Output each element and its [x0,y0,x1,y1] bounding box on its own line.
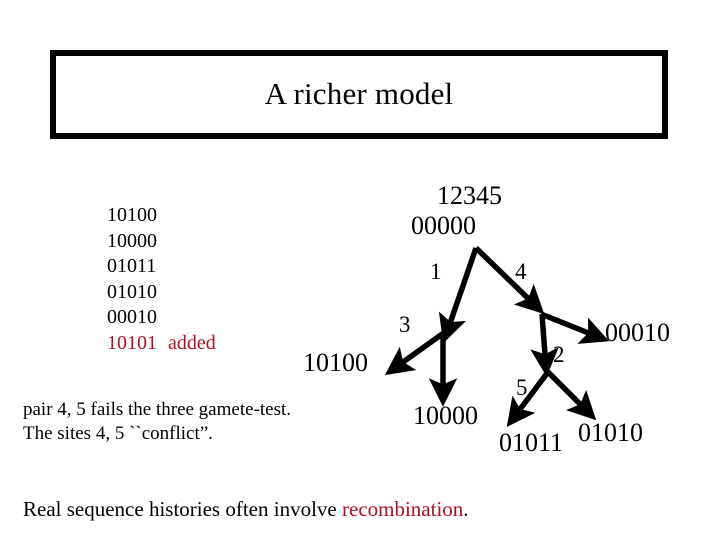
footer-suffix: . [463,497,469,521]
edge-right-to-lower [530,313,559,377]
edge-label-root-left: 1 [430,259,442,284]
edge-label-right-vertical: 2 [553,342,565,367]
node-label-left-down-leaf: 10000 [413,401,478,430]
edge-root-to-right [474,246,545,315]
sequence-list: 10100 10000 01011 01010 00010 10101 added [107,203,216,356]
edge-root-to-left [438,247,479,344]
list-item: 01011 [107,254,216,280]
site-index-header: 12345 [437,181,502,210]
edge-lower-to-01010 [546,370,597,421]
edge-label-left-branch: 3 [399,312,411,337]
footer-highlight: recombination [342,497,464,521]
sequence-value: 10100 [107,204,157,226]
list-item: 00010 [107,305,216,331]
list-item: 10100 [107,203,216,229]
list-item: 10000 [107,229,216,255]
edge-label-root-right: 4 [515,259,527,284]
node-label-bottom-left-leaf: 01011 [499,428,564,457]
sequence-value: 10000 [107,229,157,252]
list-item-added: 10101 added [107,331,216,357]
footer-prefix: Real sequence histories often involve [23,497,342,521]
added-annotation: added [168,331,216,354]
node-label-left-leaf: 10100 [303,348,368,377]
footer-line: Real sequence histories often involve re… [23,497,469,522]
edge-label-bottom-left: 5 [516,375,528,400]
sequence-value: 01010 [107,280,157,303]
explanation-text: pair 4, 5 fails the three gamete-test. T… [23,399,292,444]
list-item: 01010 [107,280,216,306]
sequence-value-added: 10101 [107,331,157,354]
node-label-right-leaf: 00010 [605,318,670,347]
page-title: A richer model [264,76,454,112]
edge-lower-to-01011 [506,370,551,428]
sequence-value: 01011 [107,255,157,277]
sequence-value: 00010 [107,306,157,328]
edge-right-to-00010 [539,311,610,344]
node-label-root: 00000 [411,211,476,240]
edge-left-to-10100 [384,324,454,376]
title-box: A richer model [50,50,668,139]
node-label-bottom-right-leaf: 01010 [578,418,643,447]
